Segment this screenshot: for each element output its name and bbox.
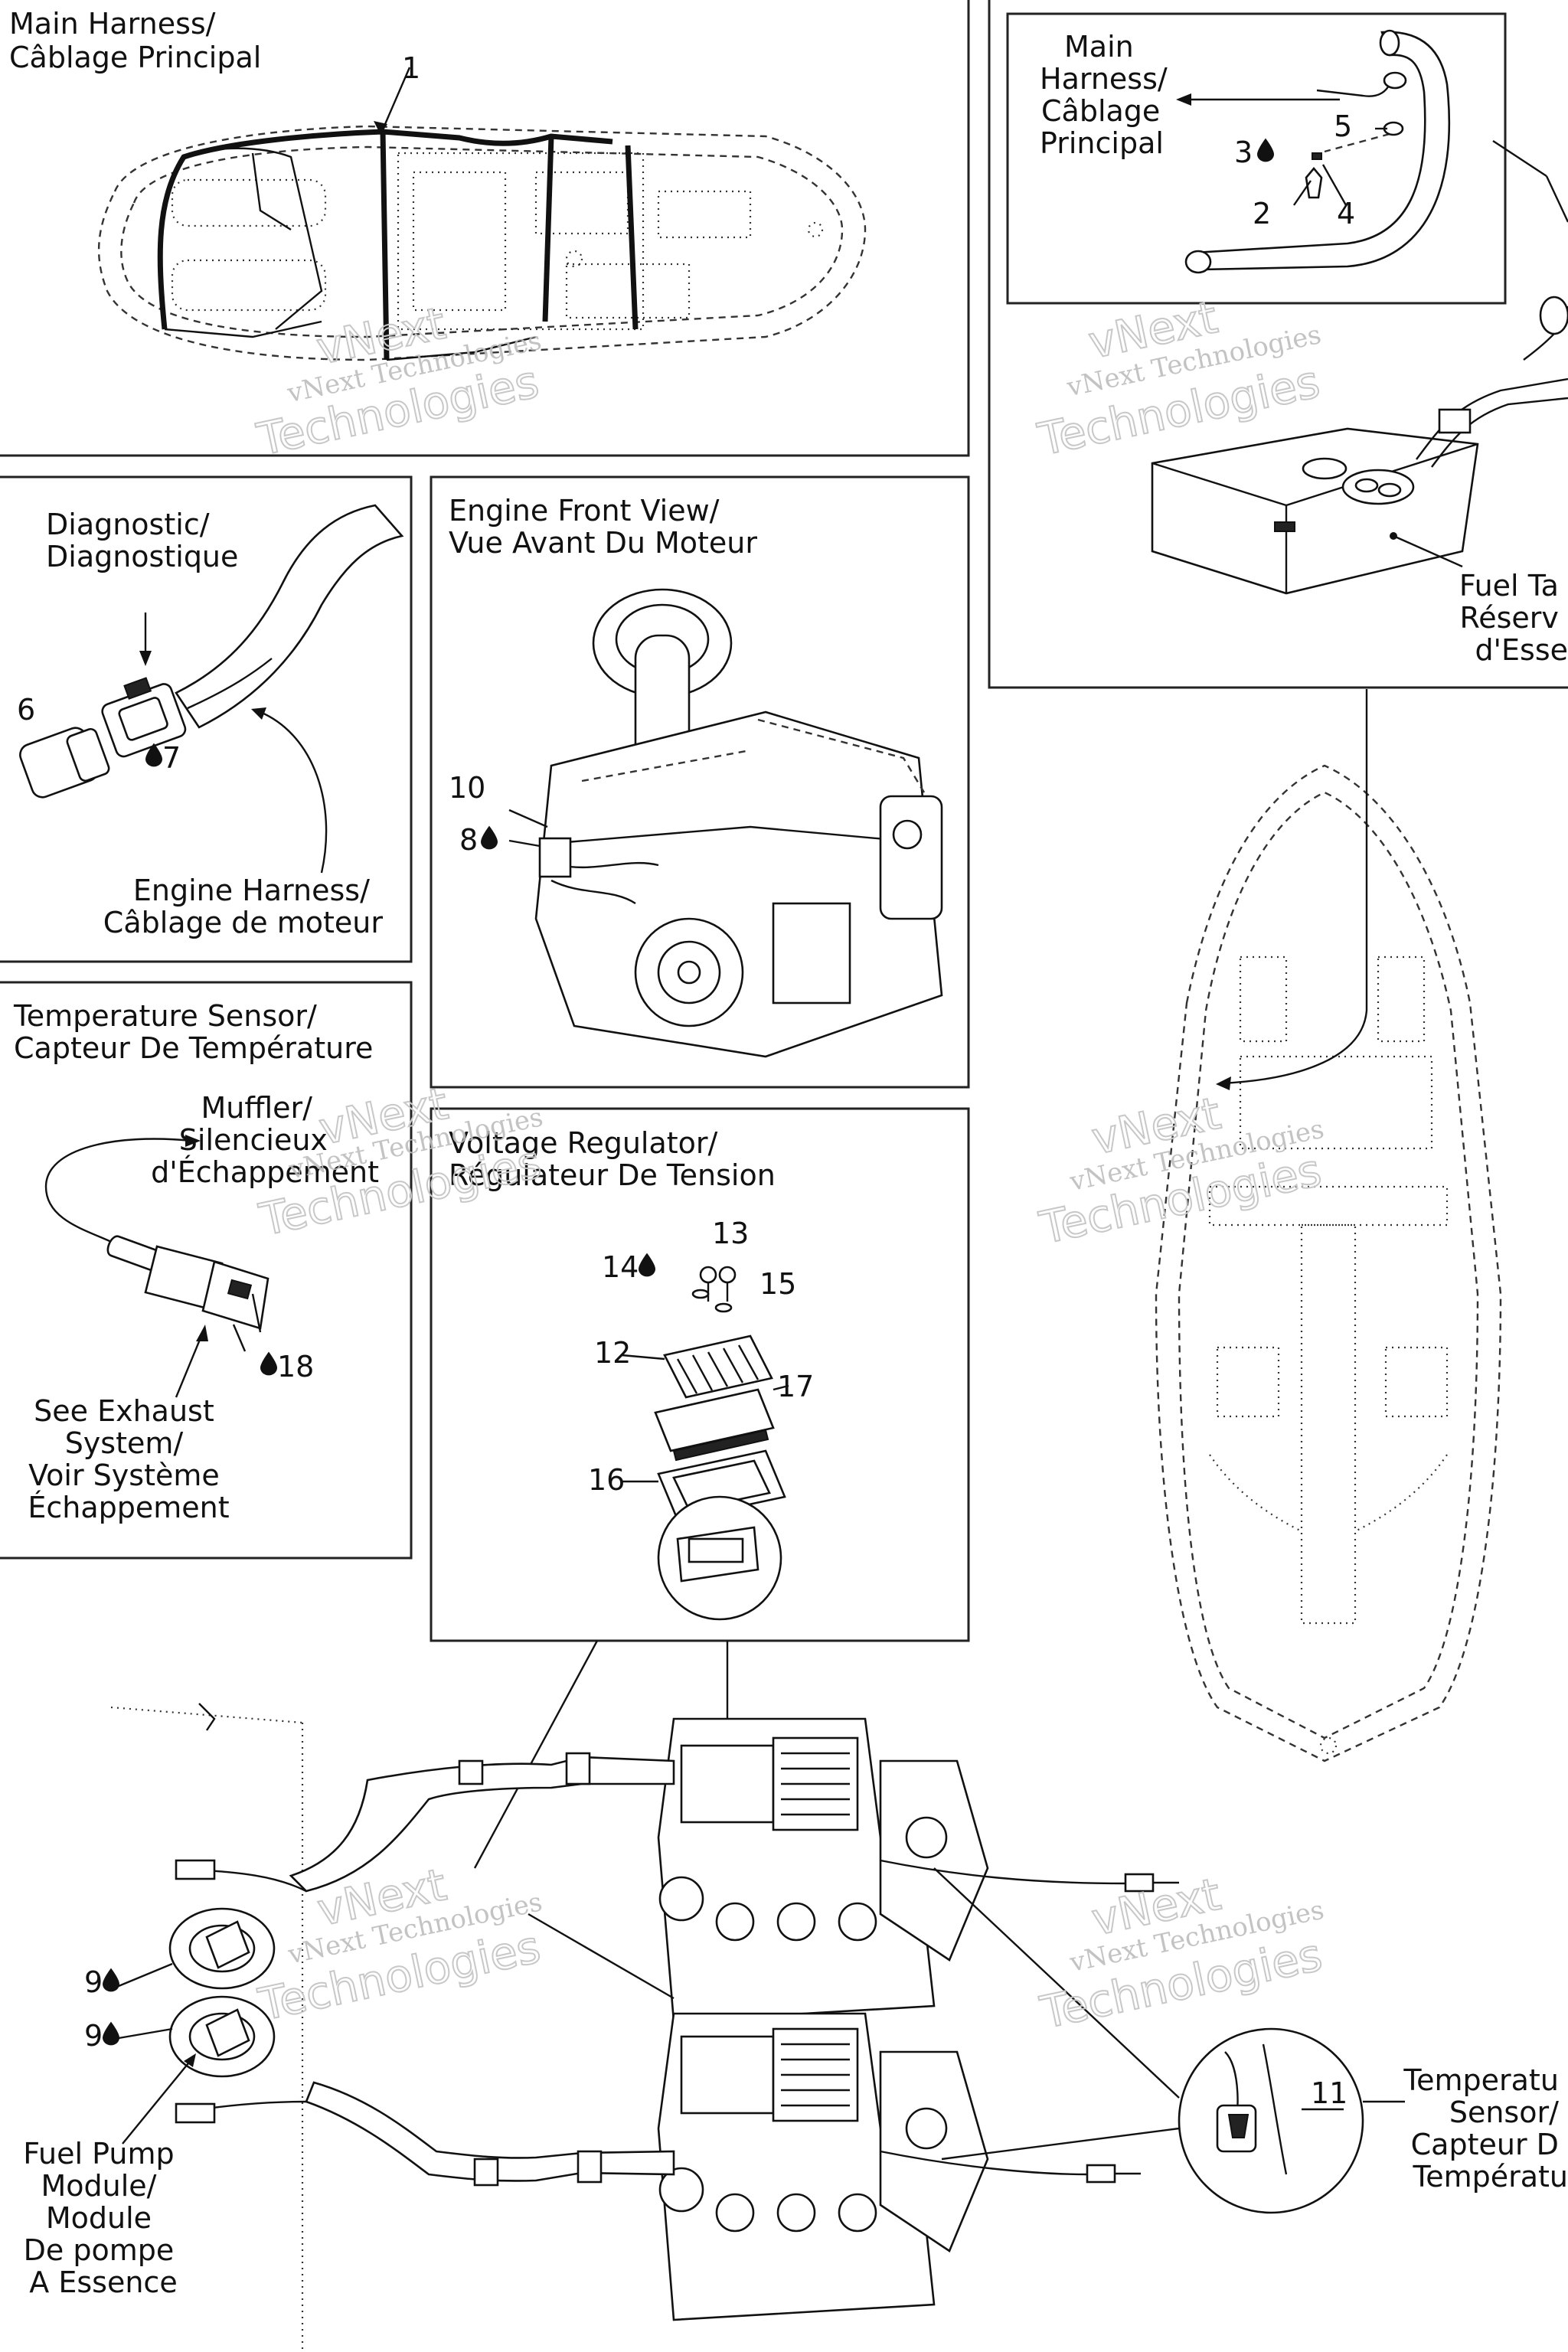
fuel-tank-label: Fuel Ta Réserv d'Esse (1459, 569, 1568, 667)
callout-1: 1 (402, 51, 420, 85)
engine-front-view-title: Engine Front View/ Vue Avant Du Moteur (449, 494, 757, 560)
hull-top-view (1155, 689, 1502, 1762)
diagnostic-label: Diagnostic/ Diagnostique (46, 508, 238, 573)
callout-17: 17 (777, 1370, 814, 1403)
see-exhaust-label: See Exhaust System/ Voir Système Échappe… (28, 1394, 229, 1524)
main-harness-hull-view: 1 (97, 51, 867, 361)
main-harness-title: Main Harness/ Câblage Principal (9, 7, 261, 74)
callout-10: 10 (449, 771, 485, 805)
callout-13: 13 (712, 1217, 749, 1250)
engine-harness-label: Engine Harness/ Câblage de moteur (103, 874, 384, 939)
callout-11: 11 (1311, 2076, 1348, 2110)
temperature-sensor-title: Temperature Sensor/ Capteur De Températu… (13, 999, 373, 1065)
engine-assembly-bottom: 9 9 11 (84, 1640, 1405, 2352)
callout-9-upper: 9 (84, 1965, 103, 1999)
callout-18: 18 (277, 1350, 314, 1383)
temp-sensor-right-label: Temperatu Sensor/ Capteur D Températu (1403, 2063, 1568, 2194)
panel-frames (0, 0, 1568, 1642)
callout-15: 15 (760, 1267, 796, 1301)
ground-strap-inset: 5 3 2 4 (1176, 29, 1451, 274)
callout-7: 7 (162, 741, 181, 775)
callout-5: 5 (1334, 109, 1352, 143)
drop-icon (639, 1253, 655, 1277)
voltage-regulator-drawing: 13 14 15 12 17 16 (588, 1217, 814, 1621)
muffler-label: Muffler/ Silencieux d'Échappement (151, 1091, 379, 1189)
callout-12: 12 (594, 1336, 631, 1370)
callout-2: 2 (1253, 197, 1271, 230)
callout-6: 6 (17, 693, 35, 727)
callout-16: 16 (588, 1463, 625, 1497)
callout-8: 8 (459, 823, 478, 857)
fuel-pump-module-label: Fuel Pump Module/ Module De pompe A Esse… (23, 2137, 183, 2299)
callout-9-lower: 9 (84, 2019, 103, 2053)
drop-icon (481, 825, 498, 850)
drop-icon (103, 1968, 119, 1992)
main-harness-inset-label: Main Harness/ Câblage Principal (1040, 30, 1177, 160)
fuel-tank-drawing (1151, 139, 1568, 595)
engine-front-view-drawing: 10 8 (449, 588, 943, 1058)
callout-4: 4 (1337, 197, 1355, 230)
voltage-regulator-title: Voltage Regulator/ Régulateur De Tension (449, 1126, 776, 1192)
drop-icon (103, 2021, 119, 2046)
temperature-sensor-drawing: 18 (44, 1135, 314, 1398)
callout-3: 3 (1234, 136, 1253, 169)
drop-icon (1257, 138, 1274, 162)
callout-14: 14 (602, 1250, 639, 1284)
diagnostic-connector-drawing: 6 7 (17, 504, 404, 874)
drop-icon (260, 1351, 277, 1376)
